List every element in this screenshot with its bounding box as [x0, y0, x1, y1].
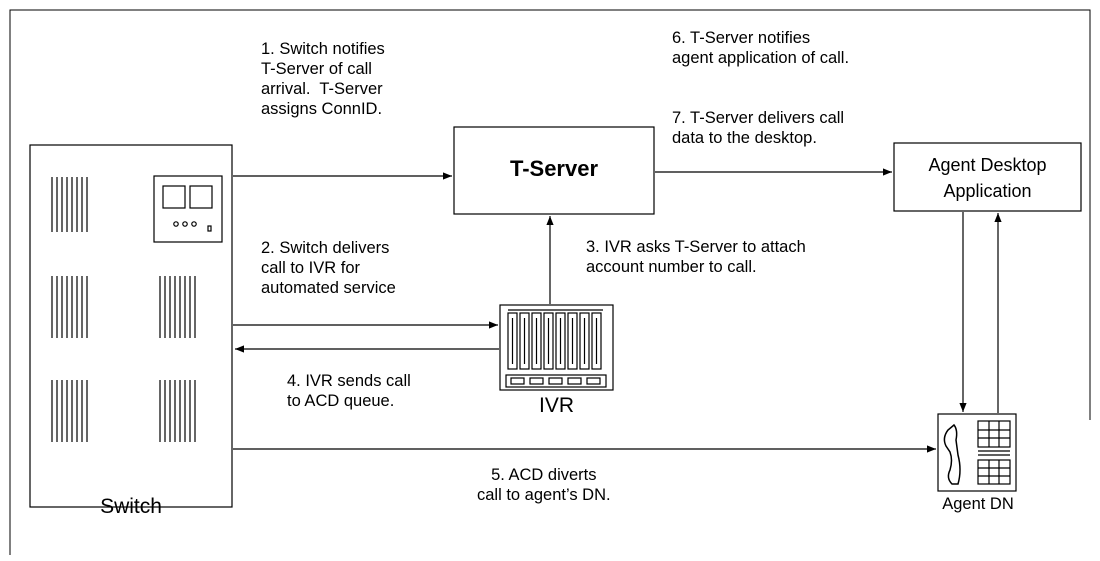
tserver-title: T-Server [509, 156, 599, 181]
switch-icon [29, 144, 233, 508]
switch-label: Switch [100, 495, 162, 518]
outer-frame [9, 9, 1091, 555]
agent-dn-label: Agent DN [942, 495, 1014, 513]
step-1-label: 1. Switch notifies T-Server of call arri… [261, 40, 385, 118]
step-4-label: 4. IVR sends call to ACD queue. [287, 372, 411, 410]
step-5-label: 5. ACD diverts call to agent’s DN. [477, 466, 611, 504]
agent-desktop-title: Agent Desktop Application [928, 155, 1047, 201]
step-3-label: 3. IVR asks T-Server to attach account n… [586, 238, 806, 276]
ivr-icon [499, 304, 614, 391]
step-7-label: 7. T-Server delivers call data to the de… [672, 109, 845, 147]
agent-desktop-box [893, 142, 1082, 212]
tserver-box [453, 126, 655, 215]
phone-icon [937, 413, 1017, 492]
step-2-label: 2. Switch delivers call to IVR for autom… [261, 239, 396, 297]
step-6-label: 6. T-Server notifies agent application o… [672, 29, 850, 67]
ivr-label: IVR [538, 394, 574, 417]
